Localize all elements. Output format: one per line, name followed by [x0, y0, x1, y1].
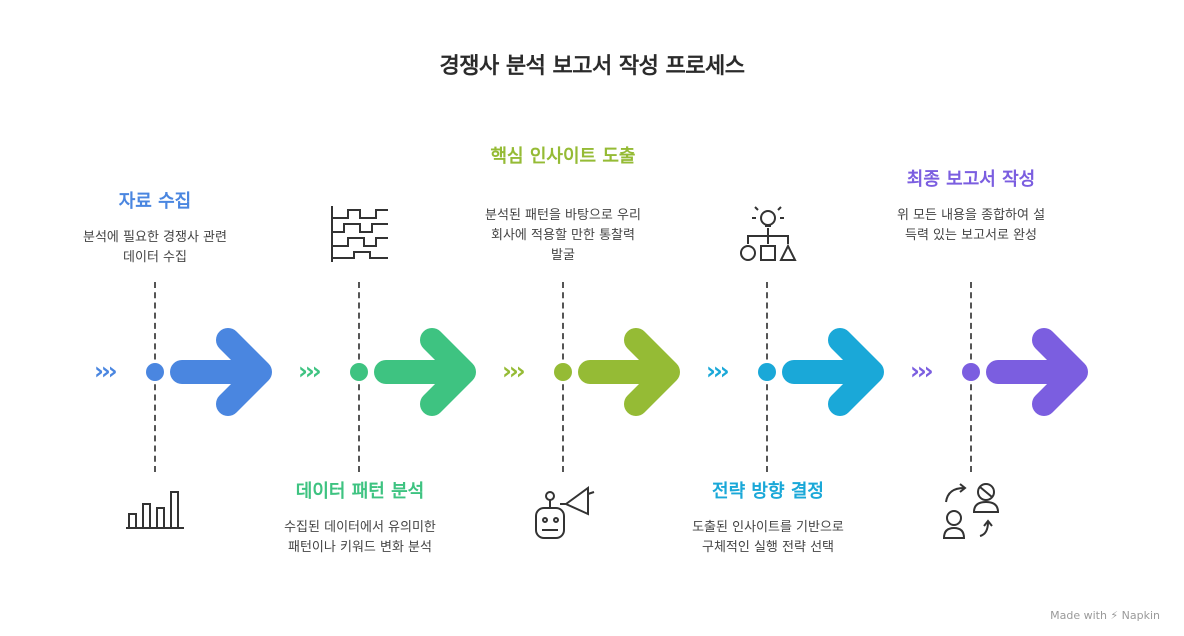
footer-credit: Made with ⚡ Napkin	[1050, 609, 1160, 622]
step-3-description: 분석된 패턴을 바탕으로 우리 회사에 적용할 만한 통찰력 발굴	[485, 208, 641, 263]
step-3-dot	[554, 363, 572, 381]
chevrons-5: ›››	[910, 357, 934, 385]
step-3-title: 핵심 인사이트 도출	[490, 146, 636, 167]
step-5-dot	[962, 363, 980, 381]
idea-hierarchy-icon	[740, 206, 797, 261]
bar-chart-icon	[126, 491, 184, 529]
people-exchange-icon	[942, 483, 1000, 539]
chevrons-1: ›››	[94, 357, 118, 385]
flowchart-icon	[331, 206, 388, 262]
page-title: 경쟁사 분석 보고서 작성 프로세스	[439, 54, 746, 79]
chevrons-4: ›››	[706, 357, 730, 385]
step-5-title: 최종 보고서 작성	[906, 169, 1036, 190]
step-1-title: 자료 수집	[118, 191, 192, 212]
step-4-title: 전략 방향 결정	[712, 481, 824, 502]
step-1-dot	[146, 363, 164, 381]
arrow-icon	[578, 328, 680, 416]
arrow-icon	[986, 328, 1088, 416]
step-4-dot	[758, 363, 776, 381]
chevrons-3: ›››	[502, 357, 526, 385]
arrow-icon	[374, 328, 476, 416]
step-2-description: 수집된 데이터에서 유의미한 패턴이나 키워드 변화 분석	[284, 520, 436, 555]
step-4-description: 도출된 인사이트를 기반으로 구체적인 실행 전략 선택	[692, 520, 844, 555]
step-2-dot	[350, 363, 368, 381]
robot-megaphone-icon	[535, 486, 595, 539]
step-2-title: 데이터 패턴 분석	[295, 481, 425, 502]
step-5-description: 위 모든 내용을 종합하여 설득력 있는 보고서로 완성	[896, 208, 1046, 243]
arrow-icon	[170, 328, 272, 416]
chevrons-2: ›››	[298, 357, 322, 385]
step-1-description: 분석에 필요한 경쟁사 관련 데이터 수집	[83, 230, 227, 265]
arrow-icon	[782, 328, 884, 416]
